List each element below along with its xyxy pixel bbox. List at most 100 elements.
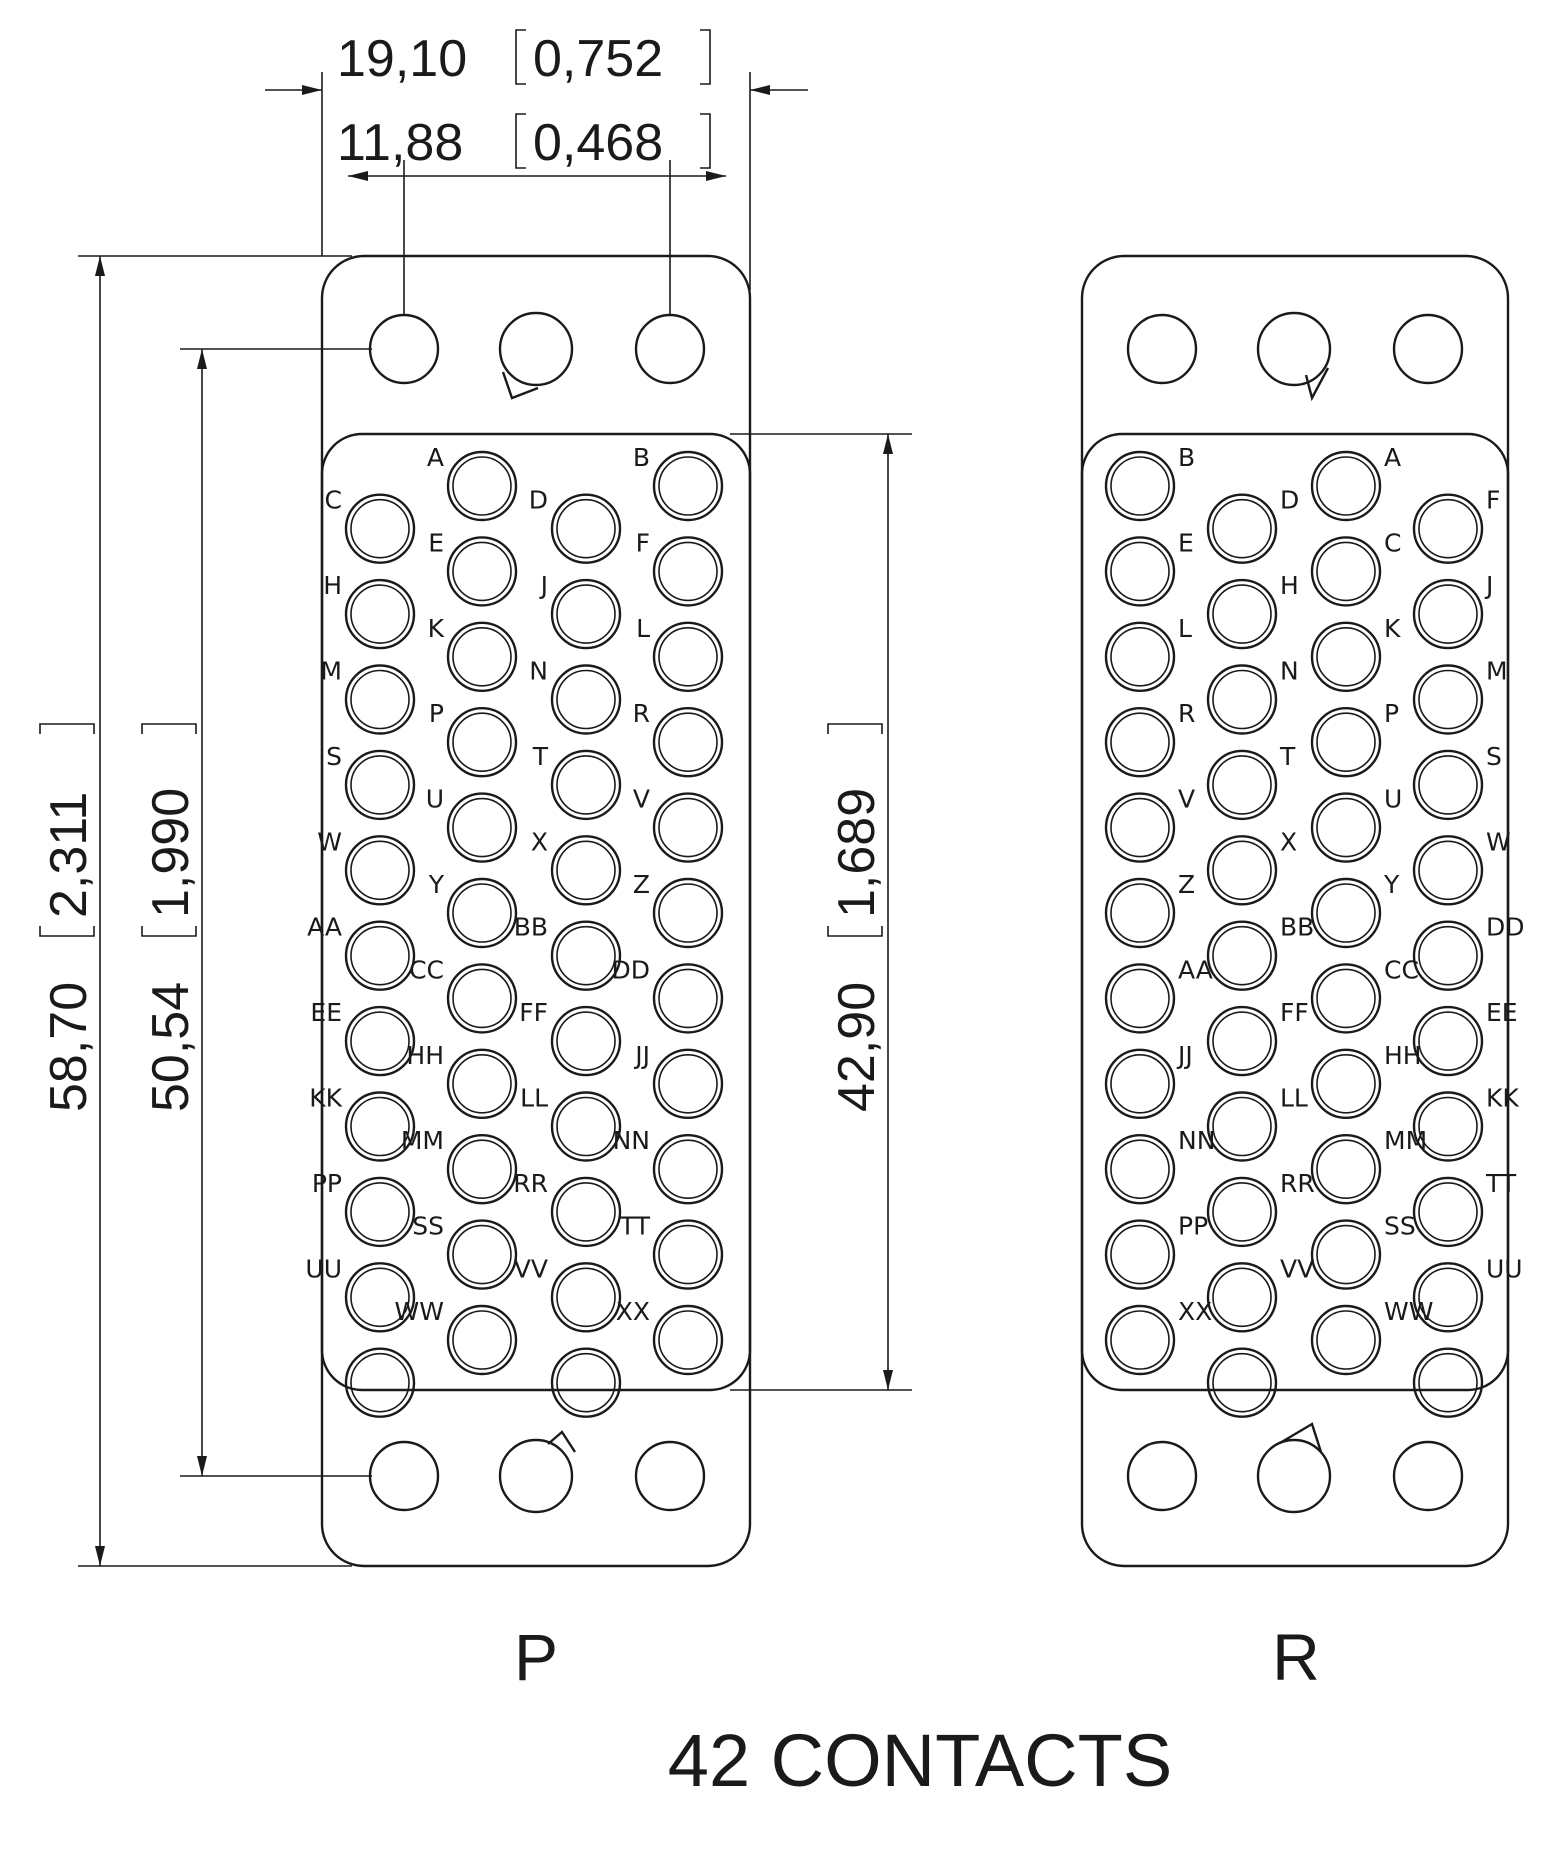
contact-label: R xyxy=(633,699,650,728)
contact-pin-inner xyxy=(1316,797,1376,858)
contact-label: HH xyxy=(406,1041,444,1070)
contact-label: LL xyxy=(520,1084,548,1113)
contact-pin xyxy=(1104,792,1176,863)
contact-pin xyxy=(1104,621,1176,692)
contact-pin xyxy=(1104,963,1176,1034)
dim-overall-width: 19,10 0,752 xyxy=(337,29,711,88)
contact-pin xyxy=(1104,536,1176,607)
contact-pin xyxy=(1310,536,1382,607)
contact-pin-inner xyxy=(556,1352,616,1413)
contact-label: DD xyxy=(1486,913,1525,942)
contact-label: P xyxy=(429,699,444,728)
contact-pin xyxy=(446,963,518,1034)
contact-label: U xyxy=(1384,785,1402,814)
contact-pin-inner xyxy=(452,797,512,858)
svg-text:1,990: 1,990 xyxy=(142,788,200,918)
mounting-hole xyxy=(1126,313,1198,385)
contact-pin xyxy=(446,621,518,692)
contact-label: Y xyxy=(1383,870,1400,899)
contact-pin xyxy=(550,749,622,821)
contact-pin xyxy=(1104,1219,1176,1290)
contact-label: FF xyxy=(1280,998,1309,1027)
contact-pin-inner xyxy=(1316,541,1376,602)
contact-pin xyxy=(1412,1005,1484,1077)
contact-pin-inner xyxy=(1316,968,1376,1029)
contact-pin-inner xyxy=(1110,1224,1170,1285)
contacts-caption: 42 CONTACTS xyxy=(668,1719,1172,1802)
contact-pin-inner xyxy=(1212,755,1272,815)
contact-pin xyxy=(1310,707,1382,778)
contact-pin xyxy=(1206,749,1278,821)
contact-pin-inner xyxy=(1212,1352,1272,1413)
contact-pin xyxy=(1104,1304,1176,1376)
contact-pin-inner xyxy=(1110,626,1170,687)
contact-pin xyxy=(1104,707,1176,778)
contact-label: K xyxy=(428,614,445,643)
contact-label: CC xyxy=(1384,955,1419,984)
contact-label: A xyxy=(1384,443,1401,472)
contact-pin-inner xyxy=(350,1352,410,1413)
contact-label: TT xyxy=(619,1212,651,1241)
contact-pin-inner xyxy=(350,1096,410,1157)
contact-pin xyxy=(344,1091,416,1162)
contact-pin-inner xyxy=(1418,925,1478,986)
contact-label: RR xyxy=(513,1169,548,1198)
contact-pin xyxy=(344,749,416,821)
contact-pin-inner xyxy=(350,1267,410,1328)
view-label-p: P xyxy=(514,1620,558,1694)
keyed-hole xyxy=(498,1430,577,1514)
contact-pin xyxy=(550,1005,622,1077)
contact-pin-inner xyxy=(1316,712,1376,773)
contact-pin xyxy=(1206,835,1278,906)
contact-label: PP xyxy=(312,1169,342,1198)
contact-pin-inner xyxy=(556,584,616,644)
contact-label: E xyxy=(1178,528,1194,557)
contact-pin xyxy=(1206,920,1278,991)
contact-label: CC xyxy=(409,955,444,984)
contact-pin xyxy=(652,792,724,863)
contact-pin-inner xyxy=(1418,584,1478,644)
contact-pin-inner xyxy=(556,498,616,559)
contact-pin xyxy=(344,920,416,991)
dim-hole-pitch: 11,88 0,468 xyxy=(337,113,711,172)
contact-pin xyxy=(1206,493,1278,564)
contact-pin xyxy=(1412,835,1484,906)
contact-pin-inner xyxy=(452,541,512,602)
contact-pin xyxy=(446,1133,518,1205)
contact-pin-inner xyxy=(1110,1139,1170,1199)
contact-pin xyxy=(344,578,416,650)
contact-label: R xyxy=(1178,699,1195,728)
keyed-hole xyxy=(1256,1422,1332,1514)
contact-pin xyxy=(550,1176,622,1248)
contact-pin-inner xyxy=(1110,541,1170,602)
contact-pin-inner xyxy=(350,755,410,815)
contact-label: A xyxy=(427,443,444,472)
contact-pin xyxy=(652,536,724,607)
contact-pin-inner xyxy=(1316,626,1376,687)
svg-text:2,311: 2,311 xyxy=(40,792,98,918)
contact-pin-inner xyxy=(1110,883,1170,943)
contact-pin xyxy=(446,450,518,522)
contact-label: L xyxy=(636,614,650,643)
contact-label: S xyxy=(326,742,342,771)
contact-pin xyxy=(446,1219,518,1290)
dim-overall-height: 58,70 2,311 xyxy=(39,723,98,1112)
contact-pin xyxy=(1104,1048,1176,1120)
contact-label: TT xyxy=(1485,1169,1517,1198)
contact-pin-inner xyxy=(1110,456,1170,516)
contact-label: KK xyxy=(309,1084,342,1113)
contact-pin-inner xyxy=(556,840,616,901)
contact-pin-inner xyxy=(1418,840,1478,901)
contact-pin xyxy=(446,536,518,607)
contact-pin-inner xyxy=(658,1310,718,1370)
contact-pin xyxy=(550,493,622,564)
contact-pin xyxy=(1206,1347,1278,1418)
contact-label: WW xyxy=(395,1297,444,1326)
contact-pin xyxy=(446,792,518,863)
contact-pin-inner xyxy=(1212,498,1272,559)
contact-label: VV xyxy=(1280,1254,1314,1283)
contact-pin-inner xyxy=(556,925,616,986)
svg-text:0,468: 0,468 xyxy=(533,114,663,172)
contact-label: J xyxy=(1484,571,1493,600)
